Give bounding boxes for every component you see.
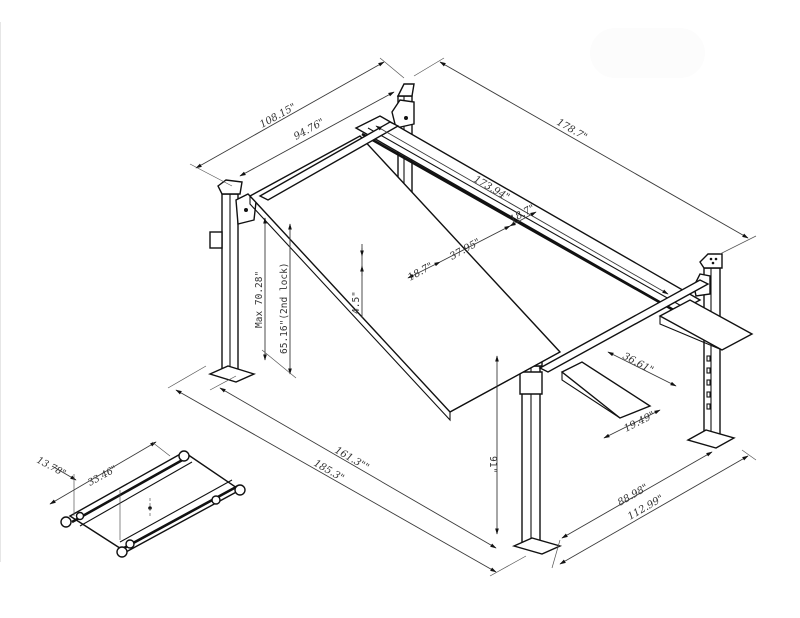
image-border-line — [0, 22, 1, 562]
dim-ramp-length: 36.61" — [621, 351, 656, 376]
lift-structure — [208, 83, 754, 555]
dim-post-outer-length: 185.3" — [312, 458, 346, 484]
dim-outer-width: 108.15" — [258, 102, 298, 131]
dim-tray-width: 33.46" — [86, 464, 119, 489]
lock-slots — [706, 355, 711, 410]
dim-post-height: 91" — [487, 456, 498, 473]
post-front-right — [511, 349, 563, 555]
dim-inner-width: 94.76" — [292, 117, 326, 143]
jack-tray-inset: 13.78" 33.46" — [35, 441, 246, 558]
dim-runway-thickness: 4.5" — [351, 291, 362, 314]
dim-tray-offset: 13.78" — [35, 455, 68, 480]
crossbeam-front — [538, 279, 710, 373]
dim-max-height: Max 70.28" — [254, 271, 265, 328]
ramp-front-left — [560, 361, 652, 419]
dimension-lines — [167, 57, 757, 577]
post-front-left — [208, 179, 257, 383]
dim-second-lock-height: 65.16"(2nd lock) — [279, 262, 290, 354]
ramp-front-right — [658, 299, 754, 351]
